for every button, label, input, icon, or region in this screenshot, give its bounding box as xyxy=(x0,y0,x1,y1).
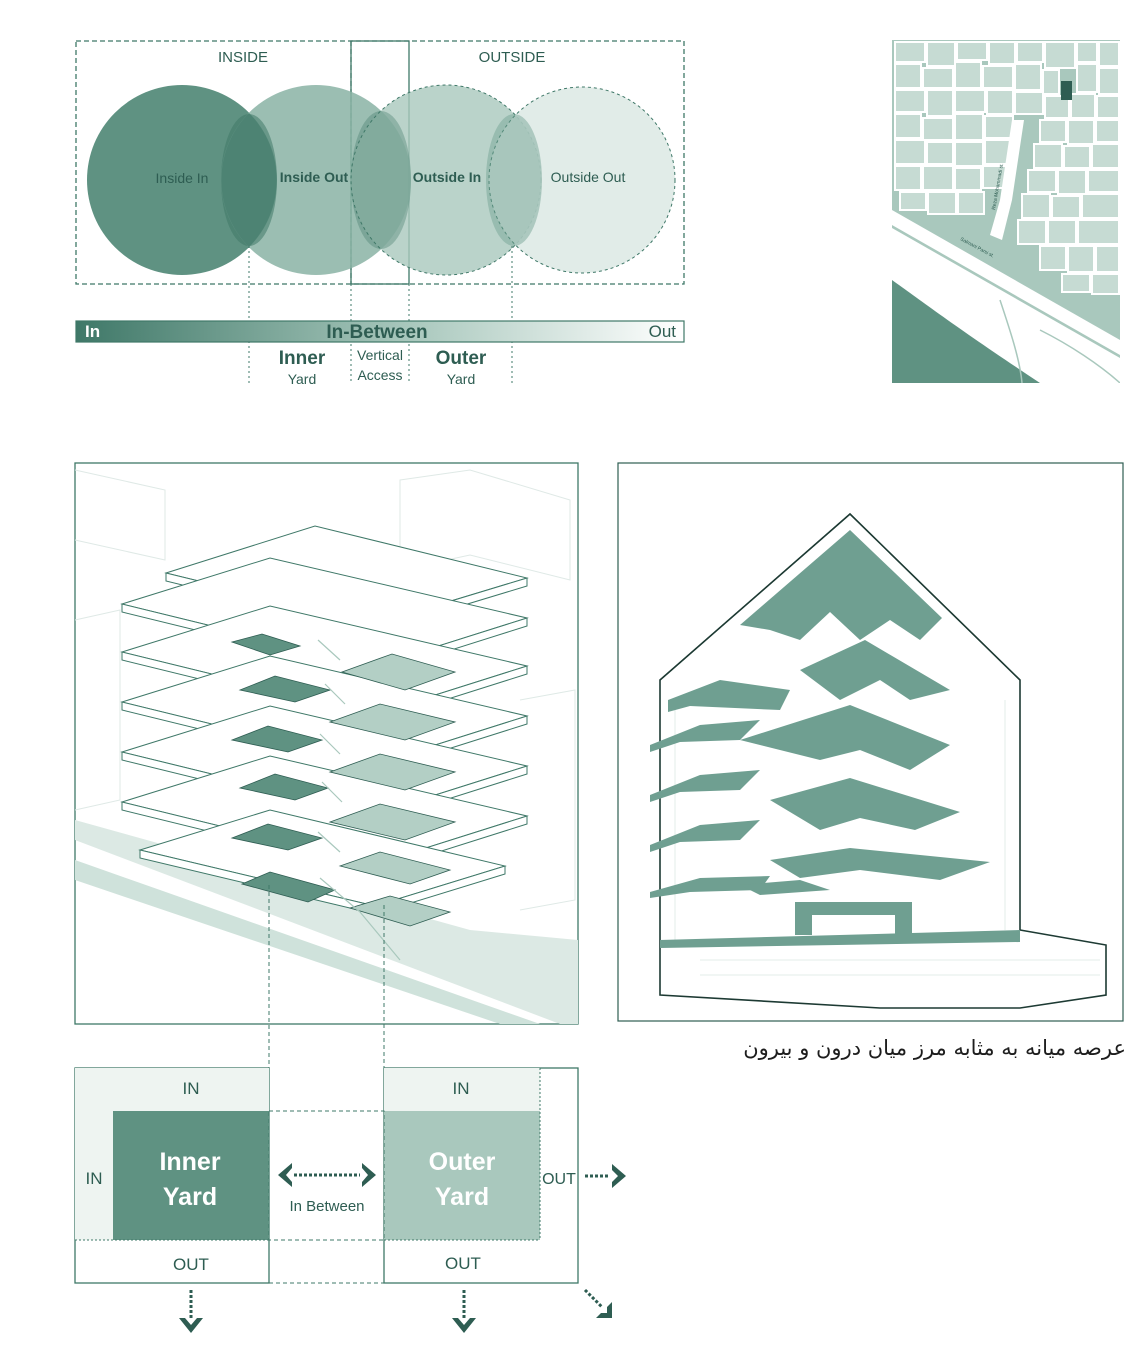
venn-diagram: INSIDE OUTSIDE Inside In Inside Out Outs… xyxy=(75,40,685,285)
plan-label-in-top-right: IN xyxy=(453,1079,470,1098)
site-location-marker xyxy=(1061,81,1072,100)
circle-outside-out xyxy=(488,86,676,274)
arrow-diagonal-out xyxy=(583,1288,612,1318)
zone-vertical-sub: Access xyxy=(357,367,402,383)
label-inside-out: Inside Out xyxy=(280,169,349,185)
zone-outer-sub: Yard xyxy=(447,371,476,387)
zone-vertical-title: Vertical xyxy=(357,347,403,363)
label-outside-in: Outside In xyxy=(413,169,481,185)
inside-label: INSIDE xyxy=(218,49,268,66)
label-outside-out: Outside Out xyxy=(551,169,626,185)
bar-in-between-label: In-Between xyxy=(326,322,427,343)
overlap-inside xyxy=(221,114,277,246)
venn-guide-lines xyxy=(248,246,513,383)
zone-inner-title: Inner xyxy=(279,348,326,369)
label-inside-in: Inside In xyxy=(156,170,209,186)
bar-in-label: In xyxy=(85,322,100,341)
gradient-bar: In In-Between Out xyxy=(75,320,685,343)
plan-label-inner-2: Yard xyxy=(163,1183,217,1211)
in-between-arrow xyxy=(278,1163,376,1187)
plan-label-in-top-left: IN xyxy=(183,1079,200,1098)
site-map: Salmani Parsi st. Reza Mohammadi st. xyxy=(892,40,1120,383)
overlap-outside xyxy=(486,114,542,246)
plan-label-outer-1: Outer xyxy=(429,1148,496,1176)
plan-label-in-between: In Between xyxy=(289,1198,364,1215)
plan-label-out-bottom-right: OUT xyxy=(445,1254,481,1273)
circle-inside-in xyxy=(87,85,277,275)
plan-label-in-left: IN xyxy=(86,1169,103,1188)
persian-caption: عرصه میانه به مثابه مرز میان درون و بیرو… xyxy=(743,1036,1126,1060)
zone-inner-sub: Yard xyxy=(288,371,317,387)
plan-inner-yard xyxy=(113,1111,269,1240)
zone-labels: Inner Yard Vertical Access Outer Yard xyxy=(279,347,487,387)
exploded-axonometric xyxy=(74,462,579,1068)
arrow-right-out xyxy=(585,1164,626,1188)
outside-label: OUTSIDE xyxy=(479,49,546,66)
arrow-down-out-right xyxy=(452,1290,476,1333)
plan-label-inner-1: Inner xyxy=(159,1148,220,1176)
plan-outer-yard xyxy=(384,1111,540,1240)
plan-diagram: IN IN OUT Inner Yard In Between IN Outer… xyxy=(74,1067,626,1333)
elevation-view xyxy=(617,462,1124,1022)
plan-label-out-right: OUT xyxy=(542,1171,576,1188)
plan-label-outer-2: Yard xyxy=(435,1183,489,1211)
overlap-center xyxy=(351,111,411,249)
zone-outer-title: Outer xyxy=(436,348,487,369)
arrow-down-out-left xyxy=(179,1290,203,1333)
plan-label-out-bottom-left: OUT xyxy=(173,1255,209,1274)
bar-out-label: Out xyxy=(649,322,677,341)
